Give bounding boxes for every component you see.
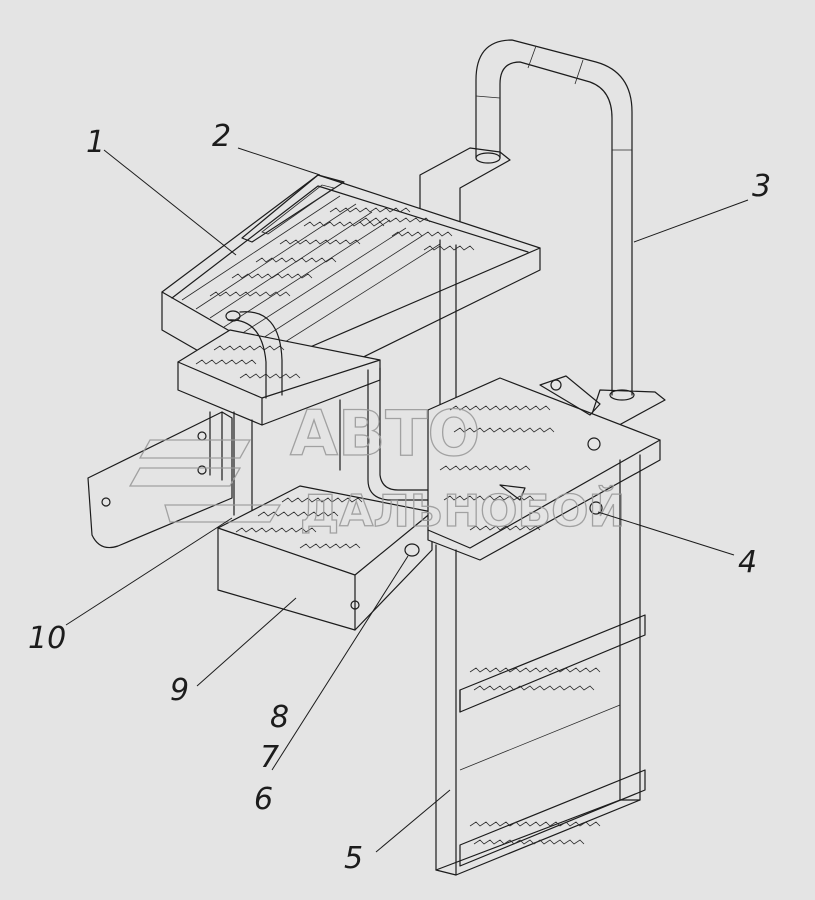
watermark: АВТО ДАЛЬНОБОЙ [128, 396, 626, 538]
mounting-plate [87, 411, 233, 549]
lower-left-step [217, 485, 433, 631]
callout-7: 7 [260, 740, 279, 775]
folding-ladder [435, 454, 646, 876]
watermark-line2: ДАЛЬНОБОЙ [300, 484, 625, 537]
handrail [475, 39, 635, 401]
callout-6: 6 [254, 782, 273, 817]
right-step-platform [427, 375, 661, 561]
callout-5: 5 [344, 841, 363, 876]
leader-lines [65, 147, 749, 853]
callout-10: 10 [28, 621, 66, 656]
callout-3: 3 [752, 169, 771, 204]
middle-step [177, 310, 381, 426]
callout-2: 2 [212, 119, 231, 154]
callout-1: 1 [86, 125, 105, 160]
callout-8: 8 [270, 700, 289, 735]
callout-9: 9 [170, 673, 189, 708]
callout-4: 4 [738, 545, 757, 580]
watermark-line1: АВТО [290, 397, 480, 470]
